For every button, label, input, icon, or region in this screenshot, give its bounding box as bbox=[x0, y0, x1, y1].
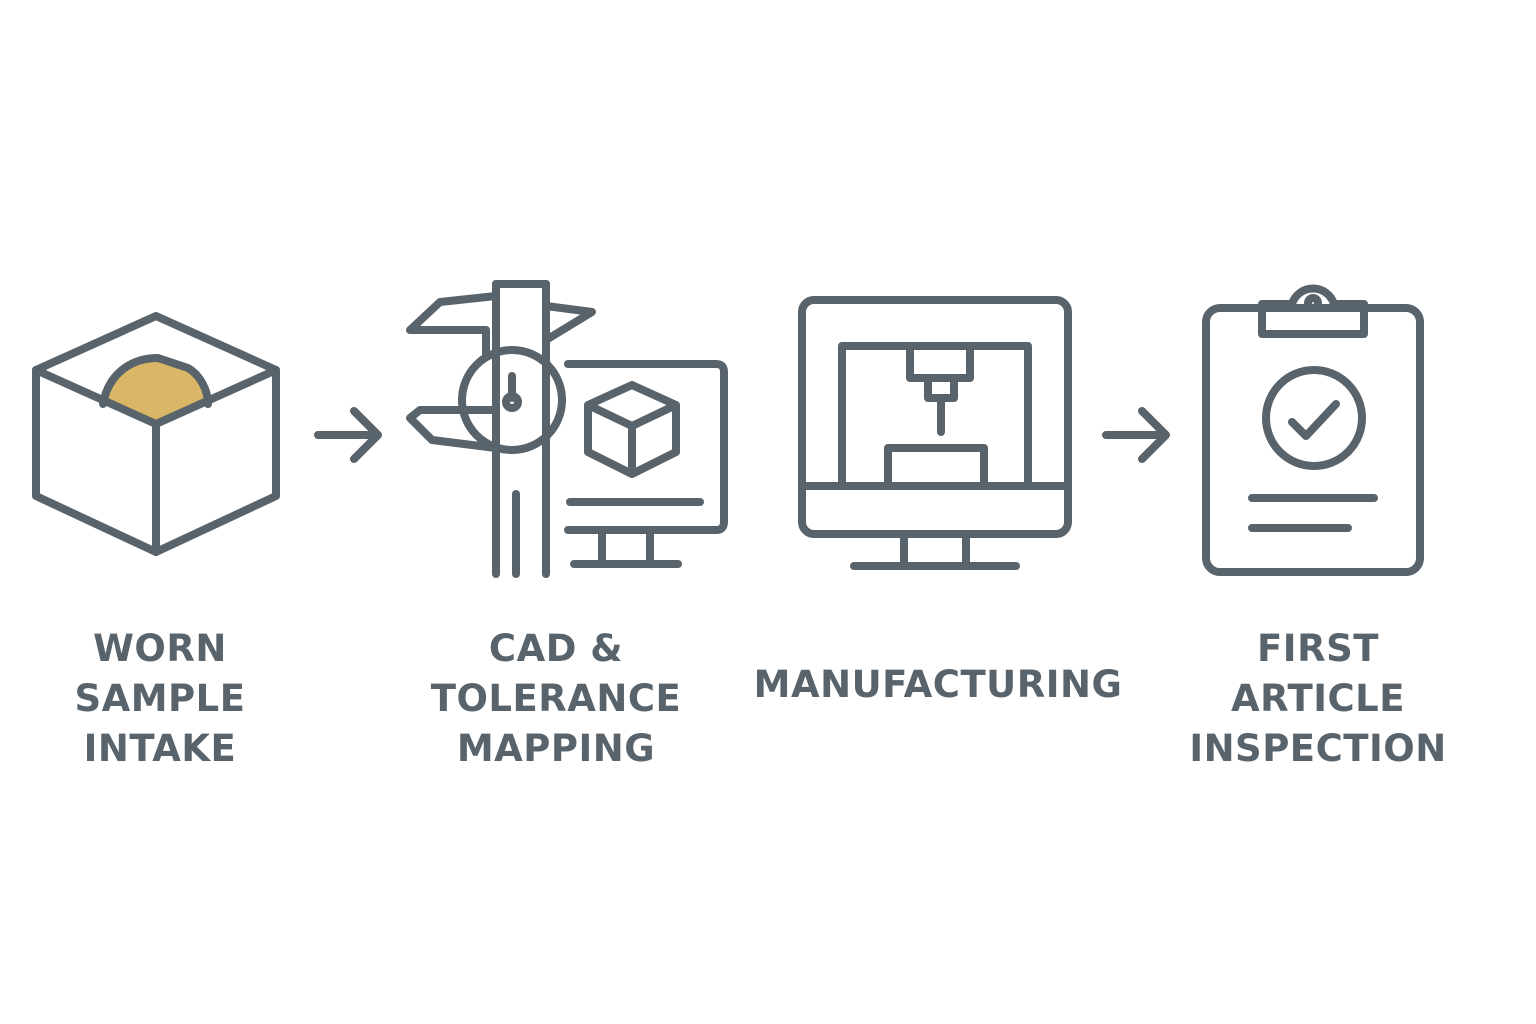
cad-cube-icon bbox=[584, 381, 680, 478]
step-label-line: WORN bbox=[93, 627, 227, 670]
step-label-worn-sample-intake: WORN SAMPLE INTAKE bbox=[40, 624, 280, 774]
step-label-line: ARTICLE bbox=[1231, 677, 1405, 720]
arrow-right-icon bbox=[314, 407, 382, 463]
dial-gauge-icon bbox=[458, 346, 566, 454]
step-label-first-article-inspection: FIRST ARTICLE INSPECTION bbox=[1182, 624, 1454, 774]
step-label-line: CAD & bbox=[488, 627, 624, 670]
open-box-with-part-icon bbox=[32, 312, 280, 556]
worn-sample-shape bbox=[103, 358, 208, 424]
cnc-machine-monitor-icon bbox=[798, 296, 1072, 570]
caliper-icon bbox=[406, 280, 596, 578]
step-label-line: MANUFACTURING bbox=[753, 663, 1123, 706]
step-label-line: MAPPING bbox=[456, 727, 656, 770]
step-label-line: INTAKE bbox=[83, 727, 237, 770]
arrow-right-icon bbox=[1102, 407, 1170, 463]
step-label-line: TOLERANCE bbox=[430, 677, 682, 720]
clipboard-checkmark-icon bbox=[1202, 284, 1424, 576]
step-label-cad-tolerance-mapping: CAD & TOLERANCE MAPPING bbox=[424, 624, 688, 774]
step-label-manufacturing: MANUFACTURING bbox=[752, 660, 1124, 710]
step-label-line: INSPECTION bbox=[1189, 727, 1447, 770]
caliper-and-cad-monitor-icon bbox=[406, 280, 728, 578]
step-label-line: SAMPLE bbox=[74, 677, 246, 720]
step-label-line: FIRST bbox=[1257, 627, 1379, 670]
cad-monitor-icon bbox=[564, 360, 728, 568]
checkmark-icon bbox=[1288, 400, 1340, 440]
check-badge-icon bbox=[1262, 366, 1366, 470]
